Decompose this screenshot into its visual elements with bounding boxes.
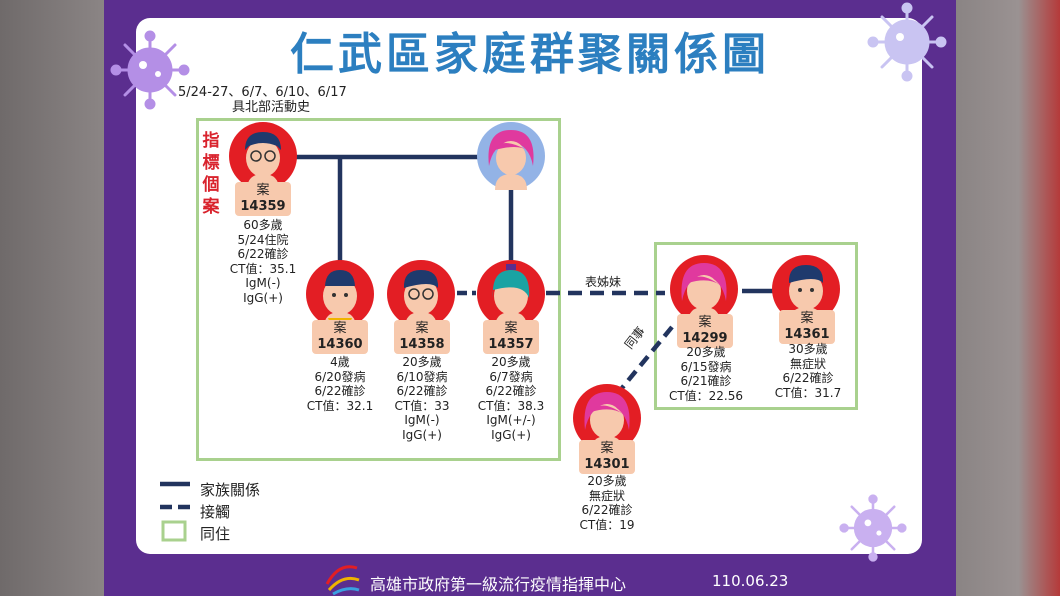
background-right — [956, 0, 1060, 596]
person-avatar-icon — [573, 384, 641, 452]
person-avatar-icon — [477, 260, 545, 328]
kaohsiung-logo-icon — [325, 565, 360, 596]
page-title: 仁武區家庭群聚關係圖 — [290, 29, 770, 80]
index-case-label: 指標個案 — [202, 131, 220, 217]
legend-family-label: 家族關係 — [200, 481, 261, 499]
cohabit-box-family — [196, 118, 561, 461]
person-avatar-icon — [229, 122, 297, 190]
cohabit-box-14299 — [654, 242, 858, 410]
contact-line — [620, 325, 674, 390]
footer-org: 高雄市政府第一級流行疫情指揮中心 — [370, 575, 627, 594]
travel-history: 具北部活動史 — [232, 100, 311, 115]
person-avatar-icon — [387, 260, 455, 328]
virus-icon — [867, 2, 947, 82]
person-avatar-icon — [477, 122, 545, 190]
legend-cohabit-label: 同住 — [200, 525, 231, 543]
legend-cohabit-swatch — [161, 520, 187, 542]
person-avatar-icon — [670, 255, 738, 323]
background-left — [0, 0, 104, 596]
cousins-label: 表姊妹 — [585, 275, 622, 289]
person-avatar-icon — [772, 255, 840, 323]
footer-date: 110.06.23 — [712, 572, 789, 590]
virus-icon — [110, 30, 190, 110]
travel-dates: 5/24-27、6/7、6/10、6/17 — [178, 85, 347, 100]
legend-contact-label: 接觸 — [200, 503, 231, 521]
virus-icon — [839, 494, 907, 562]
